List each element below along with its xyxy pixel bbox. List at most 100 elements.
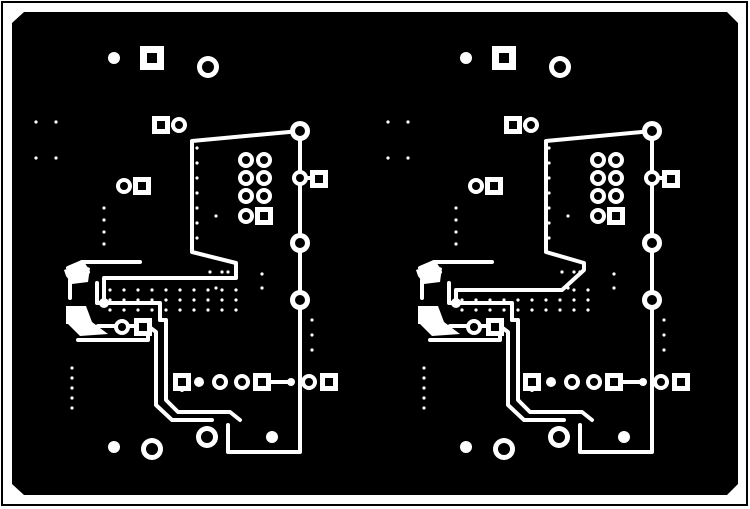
via [122, 288, 126, 292]
test-point [460, 52, 472, 64]
via [547, 161, 551, 165]
trace [498, 324, 566, 422]
round-pad-drill [305, 378, 313, 386]
test-point [546, 377, 556, 387]
via [195, 206, 199, 210]
via [547, 176, 551, 180]
via [422, 366, 426, 370]
square-pad [66, 306, 84, 324]
via [386, 156, 390, 160]
via [544, 308, 548, 312]
round-pad-drill [554, 61, 566, 73]
round-pad-drill [590, 378, 598, 386]
square-pad-drill [509, 121, 517, 129]
trace [447, 281, 514, 322]
round-pad-drill [216, 378, 224, 386]
round-pad-drill [242, 156, 250, 164]
via [164, 288, 168, 292]
square-pad-drill [138, 182, 146, 190]
via [460, 308, 464, 312]
round-pad-drill [242, 192, 250, 200]
left-circuit [64, 46, 338, 454]
pad-region [416, 264, 442, 284]
via [122, 308, 126, 312]
via [108, 288, 112, 292]
via [422, 376, 426, 380]
via [530, 298, 534, 302]
test-point [451, 298, 461, 308]
via [558, 298, 562, 302]
round-pad-drill [120, 182, 128, 190]
via [516, 308, 520, 312]
via [214, 214, 218, 218]
via [136, 308, 140, 312]
via [34, 120, 38, 124]
round-pad-group [114, 56, 669, 460]
via [102, 242, 106, 246]
via [572, 308, 576, 312]
via [566, 286, 570, 290]
round-pad-drill [594, 212, 602, 220]
round-pad-drill [242, 174, 250, 182]
via [102, 206, 106, 210]
square-pad-drill [178, 378, 186, 386]
via [195, 236, 199, 240]
via [547, 191, 551, 195]
trace [510, 318, 594, 422]
round-pad-drill [472, 182, 480, 190]
test-point [618, 431, 630, 443]
trace [102, 129, 302, 305]
trace-group [418, 129, 672, 454]
round-pad-drill [202, 61, 214, 73]
round-pad-drill [657, 378, 665, 386]
round-pad-drill [647, 126, 657, 136]
round-pad-drill [612, 156, 620, 164]
trace [95, 281, 162, 322]
via [178, 288, 182, 292]
via [206, 298, 210, 302]
trace [226, 129, 302, 454]
round-pad-drill [498, 443, 510, 455]
trace [454, 129, 654, 305]
via [612, 272, 616, 276]
test-point [99, 298, 109, 308]
via [195, 176, 199, 180]
square-pad-drill [490, 182, 498, 190]
square-pad-drill [612, 212, 620, 220]
via [422, 406, 426, 410]
via [572, 270, 576, 274]
via [578, 270, 582, 274]
via [260, 286, 264, 290]
via [612, 286, 616, 290]
via [226, 270, 230, 274]
via [547, 236, 551, 240]
via [586, 308, 590, 312]
via [586, 288, 590, 292]
via [530, 308, 534, 312]
round-pad-drill [647, 295, 657, 305]
via [70, 406, 74, 410]
square-pad-drill [610, 378, 618, 386]
square-pad-drill [325, 378, 333, 386]
round-pad-drill [260, 192, 268, 200]
via [195, 191, 199, 195]
test-point [108, 441, 120, 453]
via [474, 288, 478, 292]
via [662, 318, 666, 322]
round-pad-drill [612, 192, 620, 200]
via [192, 308, 196, 312]
via [260, 272, 264, 276]
via [406, 156, 410, 160]
trace [578, 129, 654, 454]
round-pad-drill [594, 192, 602, 200]
round-pad-drill [568, 378, 576, 386]
via [310, 348, 314, 352]
via [502, 298, 506, 302]
via [422, 396, 426, 400]
trace [146, 324, 214, 422]
round-pad-drill [242, 212, 250, 220]
via-group [34, 52, 666, 453]
square-pad-drill [528, 378, 536, 386]
